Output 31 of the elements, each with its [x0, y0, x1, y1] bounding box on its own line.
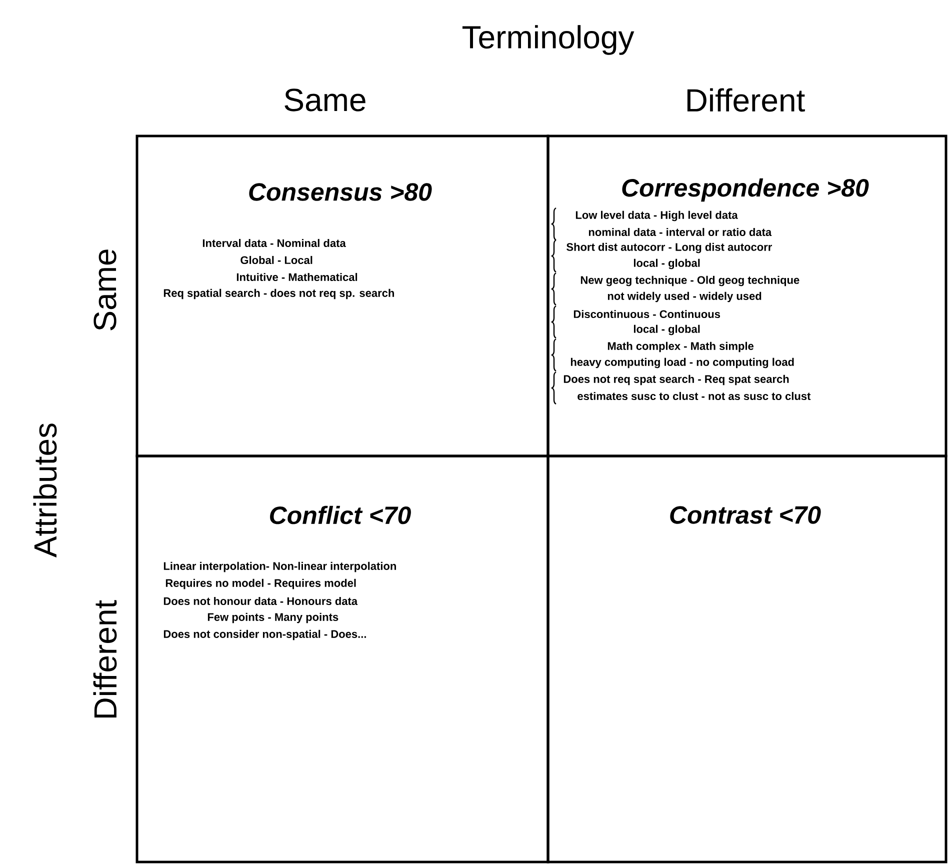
attribute-pair: local - global	[634, 324, 700, 336]
attribute-pair: nominal data - interval or ratio data	[588, 228, 772, 236]
quadrant-heading: Conflict <70	[270, 506, 411, 524]
attribute-pair: Does not req spat search - Req spat search	[564, 374, 789, 386]
quadrant-box	[136, 454, 550, 864]
quadrant-box	[546, 454, 948, 864]
attribute-pair: Linear interpolation- Non-linear interpolation	[164, 562, 396, 572]
attribute-pair: Discontinuous - Continuous	[574, 310, 720, 318]
attribute-pair: Few points - Many points	[208, 612, 338, 624]
attribute-pair: Short dist autocorr - Long dist autocorr	[566, 242, 772, 254]
attribute-pair: Req spatial search - does not req sp. search	[164, 288, 394, 300]
attribute-pair: not widely used - widely used	[608, 292, 762, 302]
attribute-pair: Does not consider non-spatial - Does...	[164, 630, 366, 640]
attribute-pair: New geog technique - Old geog technique	[580, 276, 800, 286]
quadrant-box	[546, 134, 948, 458]
axis-label: Attributes	[33, 424, 57, 558]
attribute-pair: Math complex - Math simple	[608, 342, 754, 352]
quadrant-box	[136, 134, 550, 458]
attribute-pair: heavy computing load - no computing load	[570, 358, 794, 368]
attribute-pair: Requires no model - Requires model	[166, 578, 356, 590]
quadrant-heading: Contrast <70	[670, 506, 821, 524]
attribute-pair: Does not honour data - Honours data	[164, 596, 358, 606]
attribute-pair: estimates susc to clust - not as susc to clust	[578, 392, 811, 400]
quadrant-heading: Consensus >80	[249, 183, 432, 201]
attribute-pair: Interval data - Nominal data	[202, 238, 346, 248]
attribute-pair: Low level data - High level data	[576, 210, 738, 222]
attribute-pair: local - global	[634, 258, 700, 270]
attribute-pair: Intuitive - Mathematical	[236, 272, 358, 282]
quadrant-heading: Correspondence >80	[622, 178, 869, 202]
attribute-pair: Global - Local	[240, 256, 312, 264]
axis-label: Terminology	[462, 25, 634, 55]
